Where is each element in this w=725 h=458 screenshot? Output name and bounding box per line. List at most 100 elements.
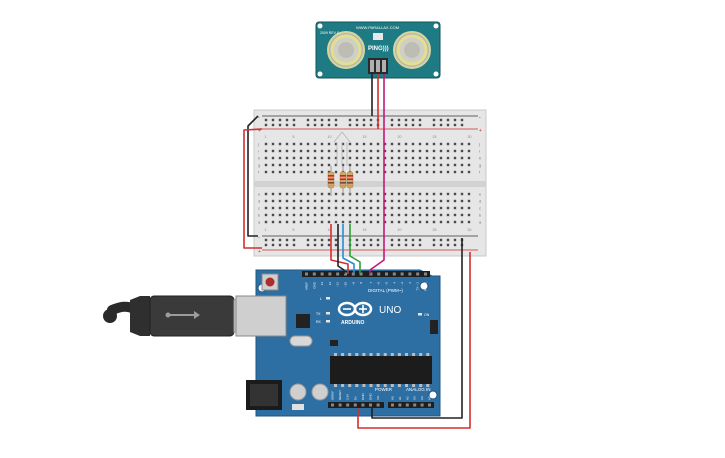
breadboard-hole[interactable]: [355, 220, 359, 224]
breadboard-hole[interactable]: [306, 220, 310, 224]
rail-hole[interactable]: [404, 243, 408, 247]
rail-hole[interactable]: [439, 123, 443, 127]
breadboard-hole[interactable]: [432, 170, 436, 174]
breadboard-hole[interactable]: [264, 142, 268, 146]
analog-pin[interactable]: [420, 403, 424, 407]
breadboard-hole[interactable]: [383, 213, 387, 217]
breadboard-hole[interactable]: [362, 149, 366, 153]
breadboard-hole[interactable]: [446, 170, 450, 174]
power-pin[interactable]: [346, 403, 350, 407]
rail-hole[interactable]: [460, 118, 464, 122]
rail-hole[interactable]: [320, 118, 324, 122]
breadboard-hole[interactable]: [285, 192, 289, 196]
power-pin[interactable]: [376, 403, 380, 407]
breadboard-hole[interactable]: [271, 142, 275, 146]
breadboard-hole[interactable]: [432, 220, 436, 224]
breadboard-hole[interactable]: [467, 206, 471, 210]
breadboard-hole[interactable]: [306, 170, 310, 174]
rail-hole[interactable]: [432, 123, 436, 127]
breadboard-hole[interactable]: [418, 220, 422, 224]
resistor-2[interactable]: [339, 166, 347, 196]
rail-hole[interactable]: [404, 123, 408, 127]
breadboard-hole[interactable]: [390, 206, 394, 210]
power-pin[interactable]: [338, 403, 342, 407]
pin-5v[interactable]: [376, 60, 380, 72]
rail-hole[interactable]: [285, 243, 289, 247]
breadboard-hole[interactable]: [460, 142, 464, 146]
breadboard-hole[interactable]: [285, 199, 289, 203]
breadboard-hole[interactable]: [306, 149, 310, 153]
rail-hole[interactable]: [348, 123, 352, 127]
rail-hole[interactable]: [453, 118, 457, 122]
breadboard-hole[interactable]: [362, 213, 366, 217]
breadboard-hole[interactable]: [320, 213, 324, 217]
breadboard-hole[interactable]: [453, 149, 457, 153]
rail-hole[interactable]: [313, 238, 317, 242]
breadboard-hole[interactable]: [334, 192, 338, 196]
breadboard-hole[interactable]: [446, 156, 450, 160]
breadboard-hole[interactable]: [460, 156, 464, 160]
digital-pin[interactable]: [377, 272, 381, 276]
breadboard-hole[interactable]: [320, 199, 324, 203]
rail-hole[interactable]: [362, 238, 366, 242]
breadboard-hole[interactable]: [432, 163, 436, 167]
rail-hole[interactable]: [439, 238, 443, 242]
rail-hole[interactable]: [390, 123, 394, 127]
breadboard-hole[interactable]: [313, 192, 317, 196]
breadboard-hole[interactable]: [446, 142, 450, 146]
breadboard-hole[interactable]: [376, 220, 380, 224]
breadboard-hole[interactable]: [292, 199, 296, 203]
wire-gnd-power[interactable]: [371, 238, 463, 419]
breadboard-hole[interactable]: [285, 213, 289, 217]
wire-red-led[interactable]: [330, 224, 349, 274]
breadboard-hole[interactable]: [418, 170, 422, 174]
breadboard-holes[interactable]: [264, 118, 471, 247]
breadboard-hole[interactable]: [397, 213, 401, 217]
breadboard-hole[interactable]: [439, 163, 443, 167]
breadboard-hole[interactable]: [320, 206, 324, 210]
breadboard-hole[interactable]: [285, 220, 289, 224]
breadboard-hole[interactable]: [341, 142, 345, 146]
breadboard-hole[interactable]: [369, 163, 373, 167]
breadboard-hole[interactable]: [425, 206, 429, 210]
rail-hole[interactable]: [446, 123, 450, 127]
breadboard-hole[interactable]: [460, 213, 464, 217]
breadboard-hole[interactable]: [467, 156, 471, 160]
breadboard-hole[interactable]: [432, 192, 436, 196]
breadboard-hole[interactable]: [362, 192, 366, 196]
breadboard-hole[interactable]: [299, 170, 303, 174]
breadboard-hole[interactable]: [285, 163, 289, 167]
breadboard-hole[interactable]: [334, 213, 338, 217]
analog-pin[interactable]: [391, 403, 394, 407]
rail-hole[interactable]: [376, 238, 380, 242]
rail-hole[interactable]: [453, 243, 457, 247]
breadboard-hole[interactable]: [278, 156, 282, 160]
breadboard-hole[interactable]: [285, 206, 289, 210]
breadboard-hole[interactable]: [355, 206, 359, 210]
rail-hole[interactable]: [432, 243, 436, 247]
breadboard-hole[interactable]: [355, 142, 359, 146]
breadboard-hole[interactable]: [376, 213, 380, 217]
breadboard-hole[interactable]: [306, 142, 310, 146]
breadboard-hole[interactable]: [446, 149, 450, 153]
breadboard-hole[interactable]: [278, 192, 282, 196]
breadboard-hole[interactable]: [313, 163, 317, 167]
rail-hole[interactable]: [285, 118, 289, 122]
rail-hole[interactable]: [439, 118, 443, 122]
rail-hole[interactable]: [411, 118, 415, 122]
digital-pin[interactable]: [312, 272, 316, 276]
breadboard-hole[interactable]: [453, 156, 457, 160]
digital-pin[interactable]: [320, 272, 324, 276]
breadboard-hole[interactable]: [383, 206, 387, 210]
breadboard-hole[interactable]: [418, 206, 422, 210]
breadboard-hole[interactable]: [355, 213, 359, 217]
breadboard-hole[interactable]: [292, 149, 296, 153]
breadboard-hole[interactable]: [432, 142, 436, 146]
breadboard-hole[interactable]: [348, 220, 352, 224]
breadboard-hole[interactable]: [369, 142, 373, 146]
breadboard-hole[interactable]: [320, 142, 324, 146]
breadboard-hole[interactable]: [306, 206, 310, 210]
breadboard-hole[interactable]: [271, 149, 275, 153]
